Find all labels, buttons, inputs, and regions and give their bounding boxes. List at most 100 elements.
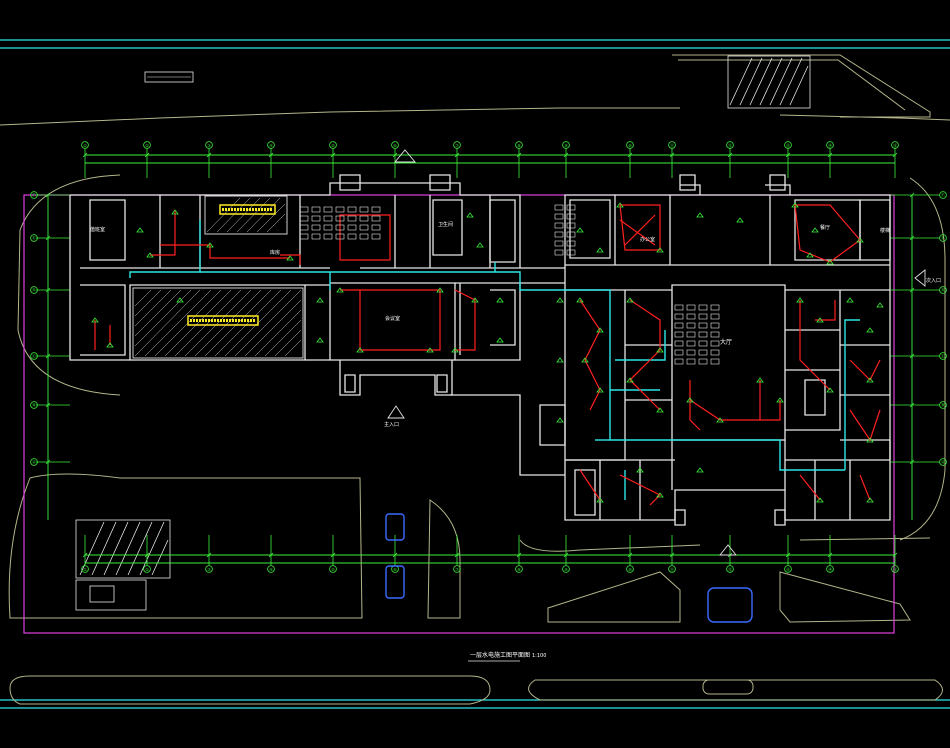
axis-bubble-bottom [329,565,337,573]
desk [371,224,381,231]
axis-label-right: Ⓓ [941,287,945,293]
axis-label-top: ⑮ [893,142,897,148]
axis-bubble-bottom [626,565,634,573]
device-symbol [556,357,564,363]
desk [698,349,708,356]
dim-tick [827,552,833,558]
desk [686,331,696,338]
device-symbol [596,327,604,333]
desk [710,358,720,365]
axis-bubble-bottom [515,565,523,573]
device-symbol [826,259,834,265]
dim-tick [627,152,633,158]
axis-label-left: Ⓓ [32,287,36,293]
device-symbol [816,317,824,323]
device-symbol [626,297,634,303]
axis-label-bottom: ⑨ [564,567,568,572]
axis-bubble-top [205,141,213,149]
axis-bubble-left [30,286,38,294]
axis-label-left: Ⓕ [32,192,36,198]
device-symbol [811,227,819,233]
device-symbol [856,237,864,243]
axis-label-top: ⑩ [628,143,632,148]
desk [323,215,333,222]
desk [554,222,564,229]
axis-bubble-bottom [143,565,151,573]
device-symbol [436,287,444,293]
axis-bubble-left [30,458,38,466]
label-entrance-side: 次入口 [926,277,941,284]
device-symbol [596,387,604,393]
device-symbol [426,347,434,353]
desk [686,313,696,320]
dim-tick [669,152,675,158]
axis-bubble-left [30,352,38,360]
axis-bubble-top [515,141,523,149]
axis-label-right: Ⓐ [941,459,945,465]
axis-label-top: ⑪ [670,142,674,148]
axis-label-bottom: ⑭ [828,566,832,572]
dim-tick [144,552,150,558]
desk [686,304,696,311]
desk [566,213,576,220]
axis-bubble-right [939,191,947,199]
desk [698,313,708,320]
axis-label-left: Ⓑ [32,402,36,408]
device-symbol [816,497,824,503]
device-symbol [866,377,874,383]
axis-bubble-left [30,401,38,409]
desk [698,331,708,338]
desk [371,206,381,213]
device-symbol [466,212,474,218]
desk [359,224,369,231]
device-symbol [336,287,344,293]
device-symbol [636,467,644,473]
desk [359,206,369,213]
desk [710,349,720,356]
device-symbol [451,347,459,353]
room-labels: 大厅 会议室 餐厅 办公室 卫生间 楼梯 库房 值班室 主入口 次入口 [90,221,941,428]
device-symbol [656,407,664,413]
device-symbol [596,247,604,253]
device-symbol [791,202,799,208]
device-symbol [476,242,484,248]
dim-tick [392,552,398,558]
road-lines [0,39,950,709]
desk [554,249,564,256]
water-pipes [129,220,860,500]
dim-tick [563,152,569,158]
axis-label-right: Ⓕ [941,192,945,198]
device-symbol [106,342,114,348]
dim-tick [144,152,150,158]
device-symbol [176,297,184,303]
desk [335,206,345,213]
axis-bubble-top [562,141,570,149]
device-symbol [171,209,179,215]
desk [674,304,684,311]
desk [686,358,696,365]
label-storage: 库房 [270,249,280,256]
desk [674,331,684,338]
axis-bubble-bottom [826,565,834,573]
title-block: 一层水电施工图平面图 1:100 [144,71,546,662]
device-symbol [756,377,764,383]
axis-label-left: Ⓐ [32,459,36,465]
desk [299,206,309,213]
dim-tick [454,152,460,158]
dim-tick [785,552,791,558]
axis-label-top: ① [83,143,87,148]
dim-tick [563,552,569,558]
dim-tick [45,192,51,198]
desk [554,204,564,211]
axis-label-top: ④ [269,143,273,148]
dim-tick [330,552,336,558]
axis-bubble-top [81,141,89,149]
device-symbol [866,437,874,443]
dim-tick [45,459,51,465]
dim-tick [516,552,522,558]
desk [335,215,345,222]
device-symbol [776,397,784,403]
desk [311,215,321,222]
desk [710,322,720,329]
device-symbol [866,327,874,333]
